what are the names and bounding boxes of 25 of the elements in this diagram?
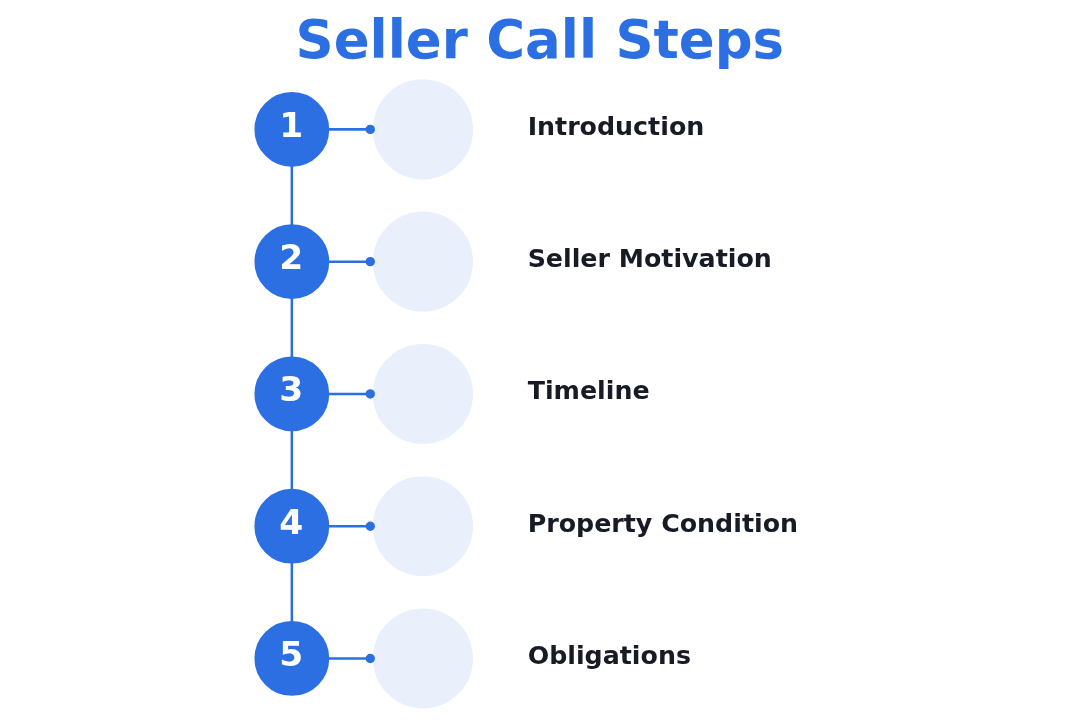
connector	[290, 430, 294, 490]
connector	[290, 562, 294, 623]
node-label: Seller Motivation	[527, 243, 772, 273]
connector	[328, 256, 375, 267]
connector	[290, 165, 294, 226]
node-circle	[372, 343, 473, 444]
connector	[290, 298, 294, 358]
node-circle: 5	[254, 621, 330, 696]
node-label: Timeline	[527, 376, 650, 406]
node-circle	[372, 211, 473, 312]
node-circle: 4	[254, 488, 330, 564]
node-label: Property Condition	[527, 508, 799, 538]
node-circle	[372, 476, 473, 577]
connector	[328, 124, 375, 135]
connector	[328, 521, 375, 531]
node-circle	[372, 608, 473, 709]
node-label: Introduction	[527, 111, 705, 141]
node-circle: 2	[254, 224, 330, 300]
node-circle: 1	[254, 92, 330, 167]
node-circle	[372, 79, 473, 180]
node-circle: 3	[254, 356, 330, 432]
connector	[328, 653, 375, 664]
connector	[328, 389, 375, 399]
node-label: Obligations	[527, 640, 691, 670]
diagram-title: Seller Call Steps	[295, 9, 785, 71]
